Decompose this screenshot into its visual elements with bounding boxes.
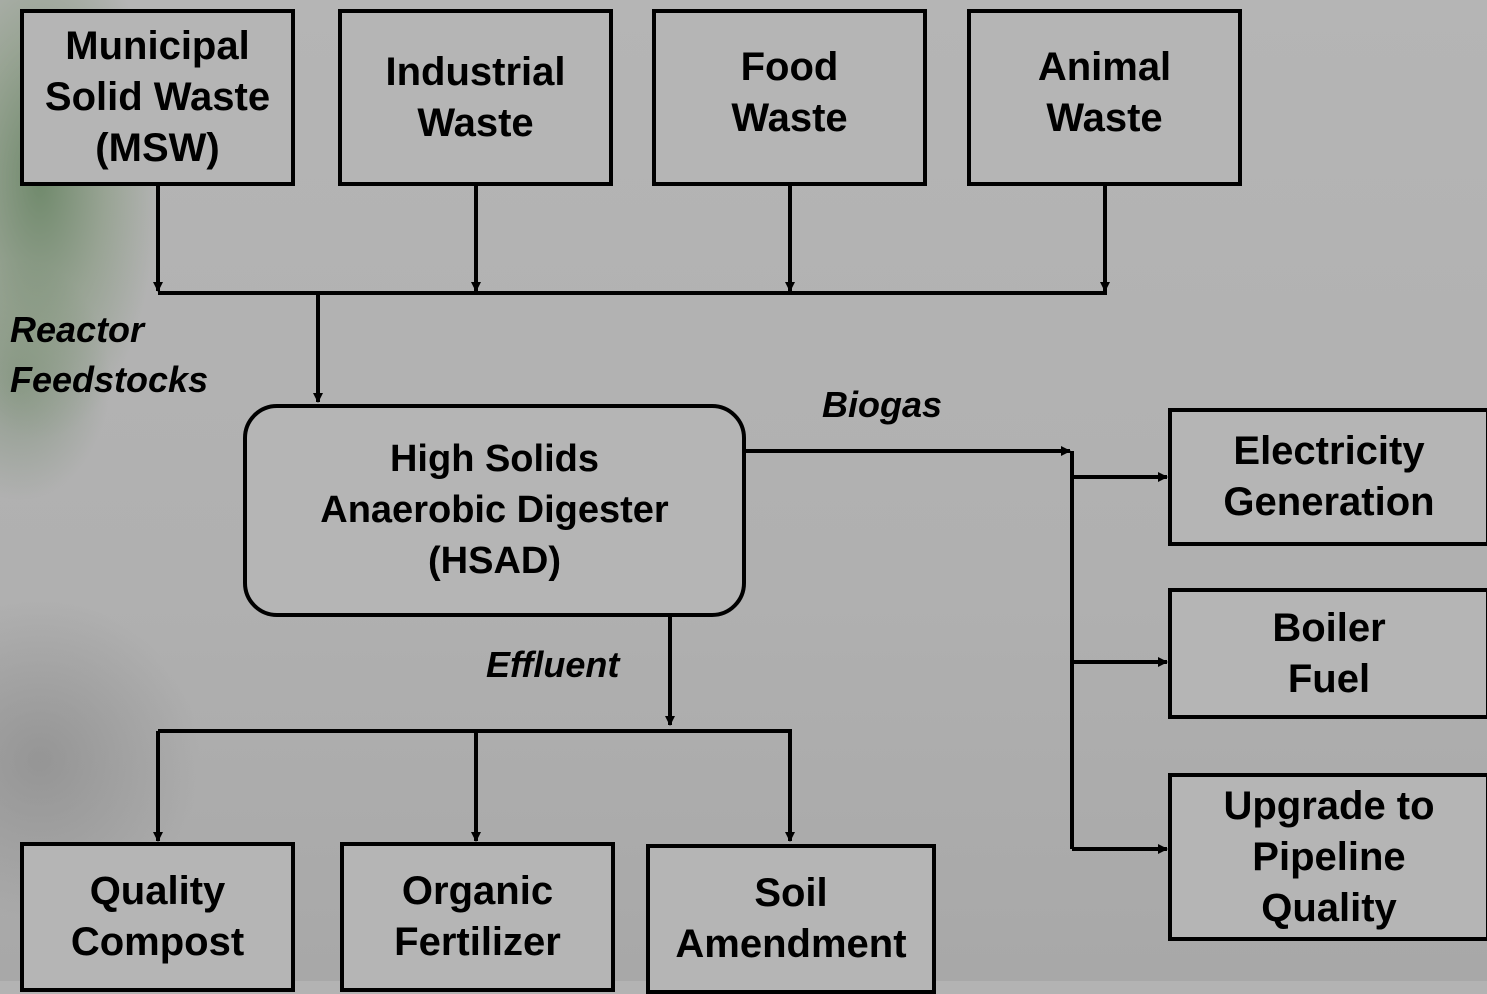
electricity-generation-box: Electricity Generation (1168, 408, 1487, 546)
animal-waste-box: Animal Waste (967, 9, 1242, 186)
quality-compost-box: Quality Compost (20, 842, 295, 992)
pipeline-quality-box: Upgrade to Pipeline Quality (1168, 773, 1487, 941)
soil-amendment-label: Soil Amendment (675, 871, 907, 966)
food-waste-label: Food Waste (731, 44, 848, 140)
msw-label: Municipal Solid Waste (MSW) (44, 24, 271, 170)
organic-fertilizer-label: Organic Fertilizer (394, 869, 561, 964)
organic-fertilizer-box: Organic Fertilizer (340, 842, 615, 992)
industrial-waste-label: Industrial Waste (385, 49, 566, 145)
hsad-box: High Solids Anaerobic Digester (HSAD) (243, 404, 746, 617)
pipeline-quality-label: Upgrade to Pipeline Quality (1223, 783, 1435, 930)
reactor-feedstocks-label: Reactor Feedstocks (10, 309, 209, 400)
industrial-waste-box: Industrial Waste (338, 9, 613, 186)
food-waste-box: Food Waste (652, 9, 927, 186)
effluent-label: Effluent (486, 644, 620, 685)
boiler-fuel-label: Boiler Fuel (1272, 605, 1386, 701)
electricity-generation-label: Electricity Generation (1223, 429, 1435, 524)
soil-amendment-box: Soil Amendment (646, 844, 936, 994)
hsad-label: High Solids Anaerobic Digester (HSAD) (320, 438, 669, 582)
animal-waste-label: Animal Waste (1037, 44, 1172, 140)
msw-box: Municipal Solid Waste (MSW) (20, 9, 295, 186)
quality-compost-label: Quality Compost (70, 869, 245, 964)
boiler-fuel-box: Boiler Fuel (1168, 588, 1487, 719)
biogas-label: Biogas (822, 384, 943, 425)
